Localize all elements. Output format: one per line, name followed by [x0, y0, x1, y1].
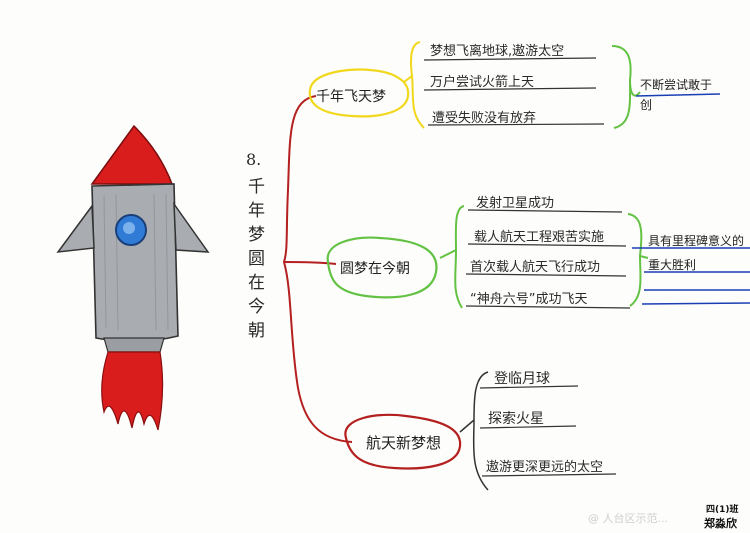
branch-label-2: 圆梦在今朝: [340, 261, 410, 277]
branch-bubble-3: [344, 413, 462, 470]
signature-class: 四(1)班: [706, 505, 739, 515]
title-char: 年: [248, 201, 265, 221]
title-char: 圆: [248, 249, 265, 269]
branch-bubble-2: [326, 236, 438, 299]
leaf-item: 遨游更深更远的太空: [486, 460, 604, 475]
rocket-right-fin: [173, 201, 210, 253]
rocket-nose-cone: [90, 124, 174, 185]
leaf-item: 探索火星: [488, 411, 544, 427]
watermark: @ 人台区示范...: [588, 512, 668, 525]
title-char: 在: [248, 273, 265, 293]
rocket-illustration: [56, 124, 210, 431]
leaf-item: 载人航天工程艰苦实施: [474, 230, 605, 245]
leaf-item: 梦想飞离地球,遨游太空: [430, 44, 565, 59]
conclusion-line: 重大胜利: [648, 258, 697, 272]
conclusion-line: 具有里程碑意义的: [648, 234, 745, 248]
leaf-item: 遭受失败没有放弃: [432, 111, 537, 126]
conclusion-line: 不断尝试敢于: [640, 78, 713, 92]
conclusion-line: 创: [640, 98, 653, 112]
leaf-item: 万户尝试火箭上天: [430, 75, 535, 90]
branch-label-3: 航天新梦想: [366, 434, 442, 452]
leaf-item: “神舟六号”成功飞天: [470, 292, 588, 307]
rocket-flames: [101, 351, 164, 431]
leaf-item: 登临月球: [494, 371, 550, 387]
branch-label-1: 千年飞天梦: [316, 89, 386, 105]
leaf-item: 首次载人航天飞行成功: [470, 260, 601, 275]
title-char: 今: [248, 297, 265, 317]
leaf-item: 发射卫星成功: [476, 196, 555, 211]
signature-name: 郑淼欣: [704, 517, 737, 530]
title-char: 千: [248, 177, 265, 197]
title-char: 梦: [248, 225, 265, 245]
branch-bubble-1: [308, 68, 410, 118]
title-number: 8.: [246, 150, 262, 169]
title-char: 朝: [248, 321, 265, 341]
rocket-left-fin: [56, 203, 95, 253]
